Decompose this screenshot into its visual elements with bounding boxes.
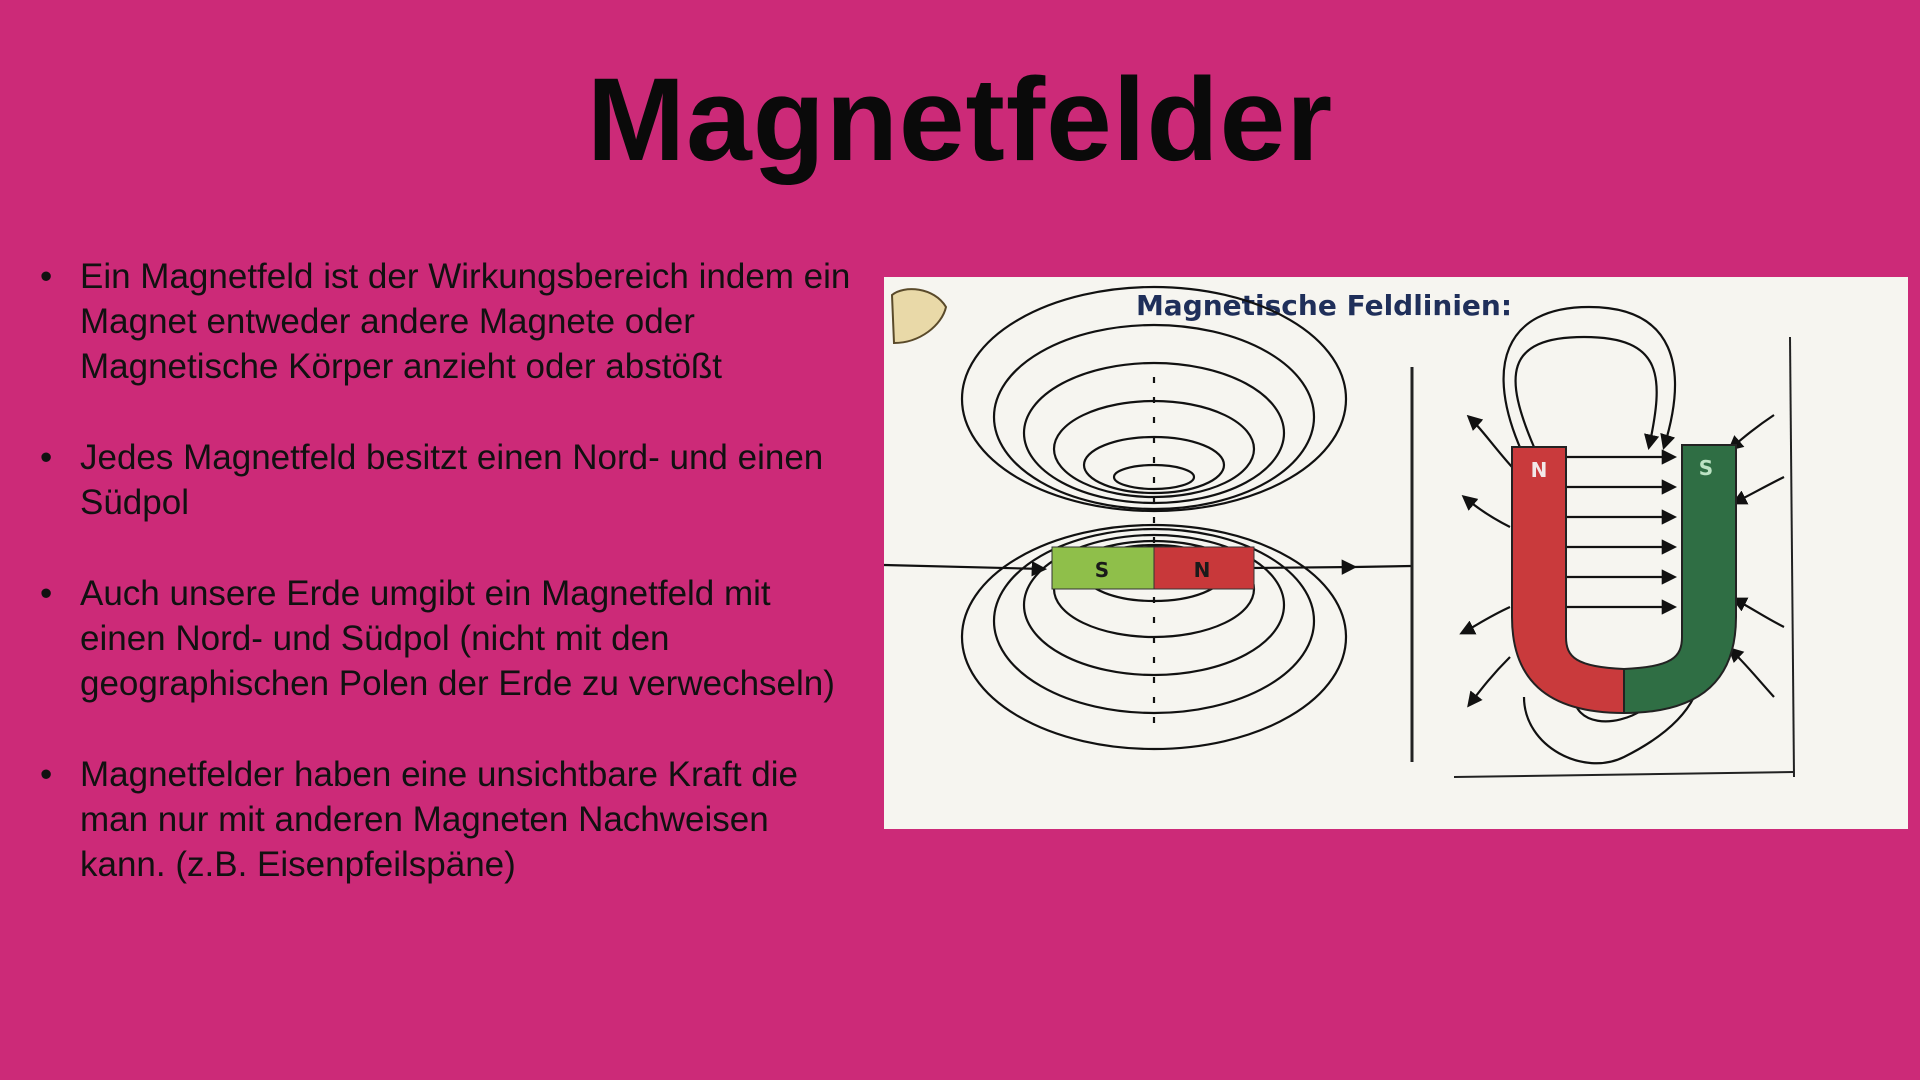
field-lines-figure: Magnetische Feldlinien: S N (884, 277, 1908, 829)
horseshoe-field (1453, 305, 1795, 778)
bullet-text: Auch unsere Erde umgibt ein Magnetfeld m… (80, 574, 835, 703)
bar-south-pole-label: S (1095, 558, 1109, 582)
bullet-dot-icon: • (40, 257, 53, 296)
bullet-text: Magnetfelder haben eine unsichtbare Kraf… (80, 755, 798, 884)
bar-magnet-field (884, 285, 1413, 751)
bullet-item: • Auch unsere Erde umgibt ein Magnetfeld … (40, 571, 860, 706)
bullet-dot-icon: • (40, 574, 53, 613)
horseshoe-north-pole-label: N (1531, 458, 1548, 482)
bullet-text: Jedes Magnetfeld besitzt einen Nord- und… (80, 438, 824, 522)
bullet-dot-icon: • (40, 755, 53, 794)
bullet-dot-icon: • (40, 438, 53, 477)
bullet-item: • Magnetfelder haben eine unsichtbare Kra… (40, 752, 860, 887)
bullet-item: • Jedes Magnetfeld besitzt einen Nord- un… (40, 435, 860, 525)
figure-heading: Magnetische Feldlinien: (1136, 289, 1512, 322)
slide-title: Magnetfelder (586, 54, 1334, 186)
tape-corner-icon (890, 288, 948, 345)
bullet-item: • Ein Magnetfeld ist der Wirkungsbereich … (40, 254, 860, 389)
bar-magnet: S N (1051, 546, 1255, 590)
horseshoe-magnet: N S (1511, 444, 1737, 715)
bullet-list: • Ein Magnetfeld ist der Wirkungsbereich … (40, 254, 860, 933)
bar-north-pole-label: N (1194, 558, 1211, 582)
horseshoe-south-pole-label: S (1699, 456, 1713, 480)
bullet-text: Ein Magnetfeld ist der Wirkungsbereich i… (80, 257, 851, 386)
